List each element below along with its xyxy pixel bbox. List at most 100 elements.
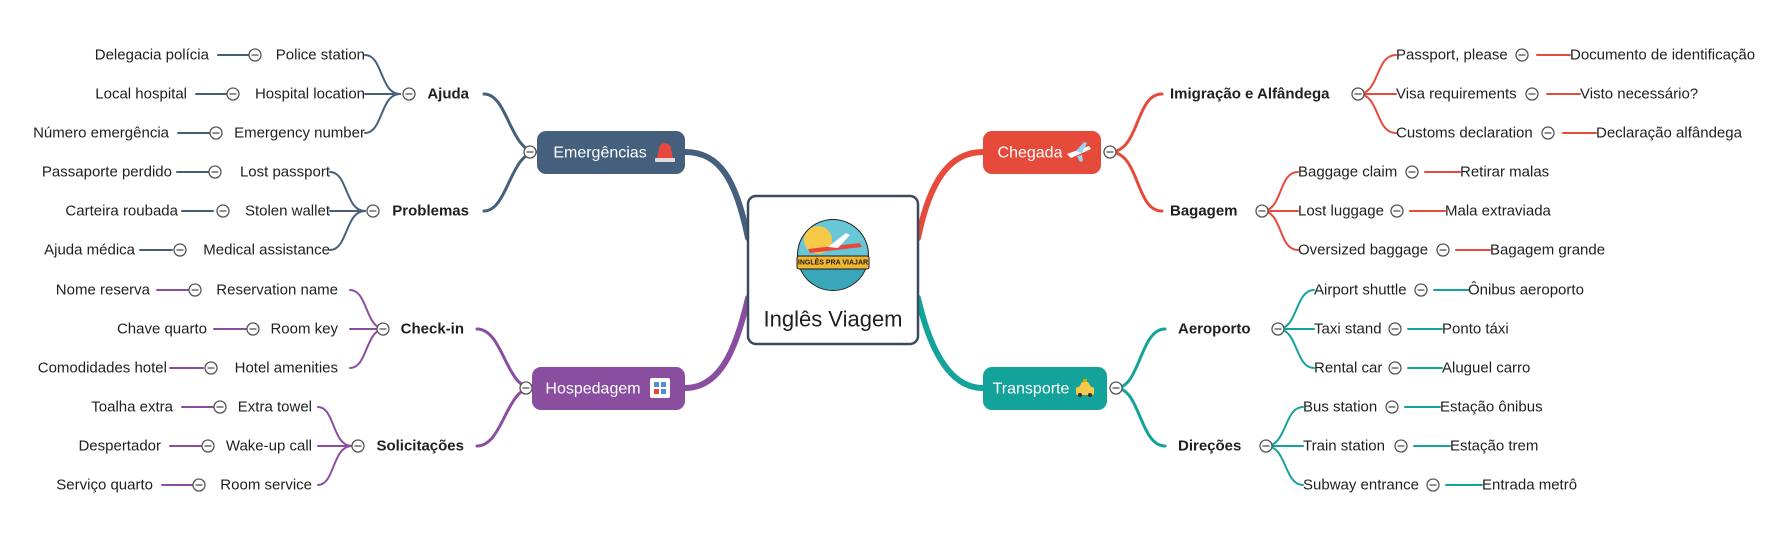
item-row[interactable]: Police station Delegacia polícia bbox=[95, 47, 365, 64]
connector-emergencias bbox=[682, 149, 751, 241]
item-english: Stolen wallet bbox=[245, 203, 331, 220]
branch-emergencias[interactable]: Emergências bbox=[537, 131, 685, 174]
item-portuguese: Toalha extra bbox=[91, 399, 173, 416]
group-label: Bagagem bbox=[1170, 203, 1238, 220]
collapse-toggle[interactable] bbox=[1259, 439, 1273, 453]
item-row[interactable]: Visa requirements Visto necessário? bbox=[1396, 86, 1698, 103]
collapse-toggle[interactable] bbox=[173, 243, 187, 257]
central-title: Inglês Viagem bbox=[763, 307, 902, 332]
item-portuguese: Serviço quarto bbox=[56, 477, 153, 494]
collapse-toggle[interactable] bbox=[402, 87, 416, 101]
item-row[interactable]: Customs declaration Declaração alfândega bbox=[1396, 125, 1743, 142]
collapse-toggle[interactable] bbox=[209, 126, 223, 140]
collapse-toggle[interactable] bbox=[1426, 478, 1440, 492]
item-row[interactable]: Train station Estação trem bbox=[1303, 438, 1538, 455]
group-imigracao[interactable]: Imigração e Alfândega bbox=[1170, 86, 1365, 103]
collapse-toggle-hospedagem[interactable] bbox=[519, 381, 533, 395]
item-english: Passport, please bbox=[1396, 47, 1508, 64]
item-english: Customs declaration bbox=[1396, 125, 1533, 142]
collapse-toggle[interactable] bbox=[1394, 439, 1408, 453]
collapse-toggle-transporte[interactable] bbox=[1109, 381, 1123, 395]
item-row[interactable]: Taxi stand Ponto táxi bbox=[1314, 321, 1509, 338]
collapse-toggle[interactable] bbox=[366, 204, 380, 218]
collapse-toggle[interactable] bbox=[201, 439, 215, 453]
siren-icon bbox=[655, 143, 675, 162]
collapse-toggle[interactable] bbox=[1436, 243, 1450, 257]
item-row[interactable]: Reservation name Nome reserva bbox=[56, 282, 338, 299]
group-solicitacoes[interactable]: Solicitações bbox=[351, 438, 464, 455]
item-row[interactable]: Oversized baggage Bagagem grande bbox=[1298, 242, 1605, 259]
item-row[interactable]: Emergency number Número emergência bbox=[33, 125, 365, 142]
item-english: Taxi stand bbox=[1314, 321, 1382, 338]
collapse-toggle[interactable] bbox=[226, 87, 240, 101]
collapse-toggle[interactable] bbox=[1515, 48, 1529, 62]
item-row[interactable]: Room service Serviço quarto bbox=[56, 477, 312, 494]
group-label: Check-in bbox=[401, 321, 464, 338]
collapse-toggle[interactable] bbox=[1351, 87, 1365, 101]
item-portuguese: Passaporte perdido bbox=[42, 164, 172, 181]
collapse-toggle[interactable] bbox=[1385, 400, 1399, 414]
group-problemas[interactable]: Problemas bbox=[366, 203, 469, 220]
item-english: Extra towel bbox=[238, 399, 312, 416]
branch-label: Hospedagem bbox=[545, 381, 640, 398]
collapse-toggle[interactable] bbox=[248, 48, 262, 62]
collapse-toggle[interactable] bbox=[1405, 165, 1419, 179]
collapse-toggle[interactable] bbox=[192, 478, 206, 492]
collapse-toggle[interactable] bbox=[208, 165, 222, 179]
collapse-toggle[interactable] bbox=[246, 322, 260, 336]
collapse-toggle[interactable] bbox=[376, 322, 390, 336]
collapse-toggle[interactable] bbox=[1414, 283, 1428, 297]
item-row[interactable]: Airport shuttle Ônibus aeroporto bbox=[1314, 282, 1584, 299]
central-node[interactable]: INGLÊS PRA VIAJAR Inglês Viagem bbox=[746, 194, 920, 346]
item-english: Room service bbox=[220, 477, 312, 494]
item-row[interactable]: Bus station Estação ônibus bbox=[1303, 399, 1543, 416]
item-english: Subway entrance bbox=[1303, 477, 1419, 494]
collapse-toggle[interactable] bbox=[1388, 361, 1402, 375]
item-row[interactable]: Subway entrance Entrada metrô bbox=[1303, 477, 1577, 494]
item-row[interactable]: Hospital location Local hospital bbox=[95, 86, 365, 103]
collapse-toggle[interactable] bbox=[351, 439, 365, 453]
group-direcoes[interactable]: Direções bbox=[1178, 438, 1273, 455]
connector-transporte bbox=[915, 295, 986, 391]
item-row[interactable]: Hotel amenities Comodidades hotel bbox=[38, 360, 338, 377]
collapse-toggle[interactable] bbox=[1525, 87, 1539, 101]
group-ajuda[interactable]: Ajuda bbox=[402, 86, 470, 103]
item-row[interactable]: Passport, please Documento de identifica… bbox=[1396, 47, 1755, 64]
collapse-toggle[interactable] bbox=[1255, 204, 1269, 218]
group-label: Ajuda bbox=[427, 86, 469, 103]
collapse-toggle[interactable] bbox=[1541, 126, 1555, 140]
collapse-toggle[interactable] bbox=[216, 204, 230, 218]
item-row[interactable]: Lost luggage Mala extraviada bbox=[1298, 203, 1552, 220]
collapse-toggle[interactable] bbox=[1271, 322, 1285, 336]
item-row[interactable]: Medical assistance Ajuda médica bbox=[44, 242, 330, 259]
item-portuguese: Nome reserva bbox=[56, 282, 151, 299]
item-row[interactable]: Extra towel Toalha extra bbox=[91, 399, 312, 416]
item-row[interactable]: Stolen wallet Carteira roubada bbox=[65, 203, 330, 220]
collapse-toggle[interactable] bbox=[188, 283, 202, 297]
item-portuguese: Mala extraviada bbox=[1445, 203, 1552, 220]
collapse-toggle-emergencias[interactable] bbox=[523, 145, 537, 159]
collapse-toggle[interactable] bbox=[204, 361, 218, 375]
group-checkin[interactable]: Check-in bbox=[376, 321, 464, 338]
item-portuguese: Aluguel carro bbox=[1442, 360, 1530, 377]
item-row[interactable]: Room key Chave quarto bbox=[117, 321, 339, 338]
item-english: Police station bbox=[276, 47, 365, 64]
item-english: Wake-up call bbox=[226, 438, 312, 455]
item-english: Oversized baggage bbox=[1298, 242, 1428, 259]
item-row[interactable]: Lost passport Passaporte perdido bbox=[42, 164, 331, 181]
item-english: Hospital location bbox=[255, 86, 365, 103]
item-row[interactable]: Wake-up call Despertador bbox=[78, 438, 312, 455]
collapse-toggle[interactable] bbox=[1390, 204, 1404, 218]
item-english: Bus station bbox=[1303, 399, 1377, 416]
collapse-toggle-chegada[interactable] bbox=[1103, 145, 1117, 159]
item-portuguese: Estação ônibus bbox=[1440, 399, 1543, 416]
branch-chegada[interactable]: Chegada bbox=[983, 131, 1101, 174]
item-row[interactable]: Baggage claim Retirar malas bbox=[1298, 164, 1549, 181]
collapse-toggle[interactable] bbox=[213, 400, 227, 414]
branch-hospedagem[interactable]: Hospedagem bbox=[532, 367, 685, 410]
collapse-toggle[interactable] bbox=[1388, 322, 1402, 336]
branch-transporte[interactable]: Transporte bbox=[983, 367, 1107, 410]
group-aeroporto[interactable]: Aeroporto bbox=[1178, 321, 1285, 338]
group-bagagem[interactable]: Bagagem bbox=[1170, 203, 1269, 220]
item-row[interactable]: Rental car Aluguel carro bbox=[1314, 360, 1530, 377]
